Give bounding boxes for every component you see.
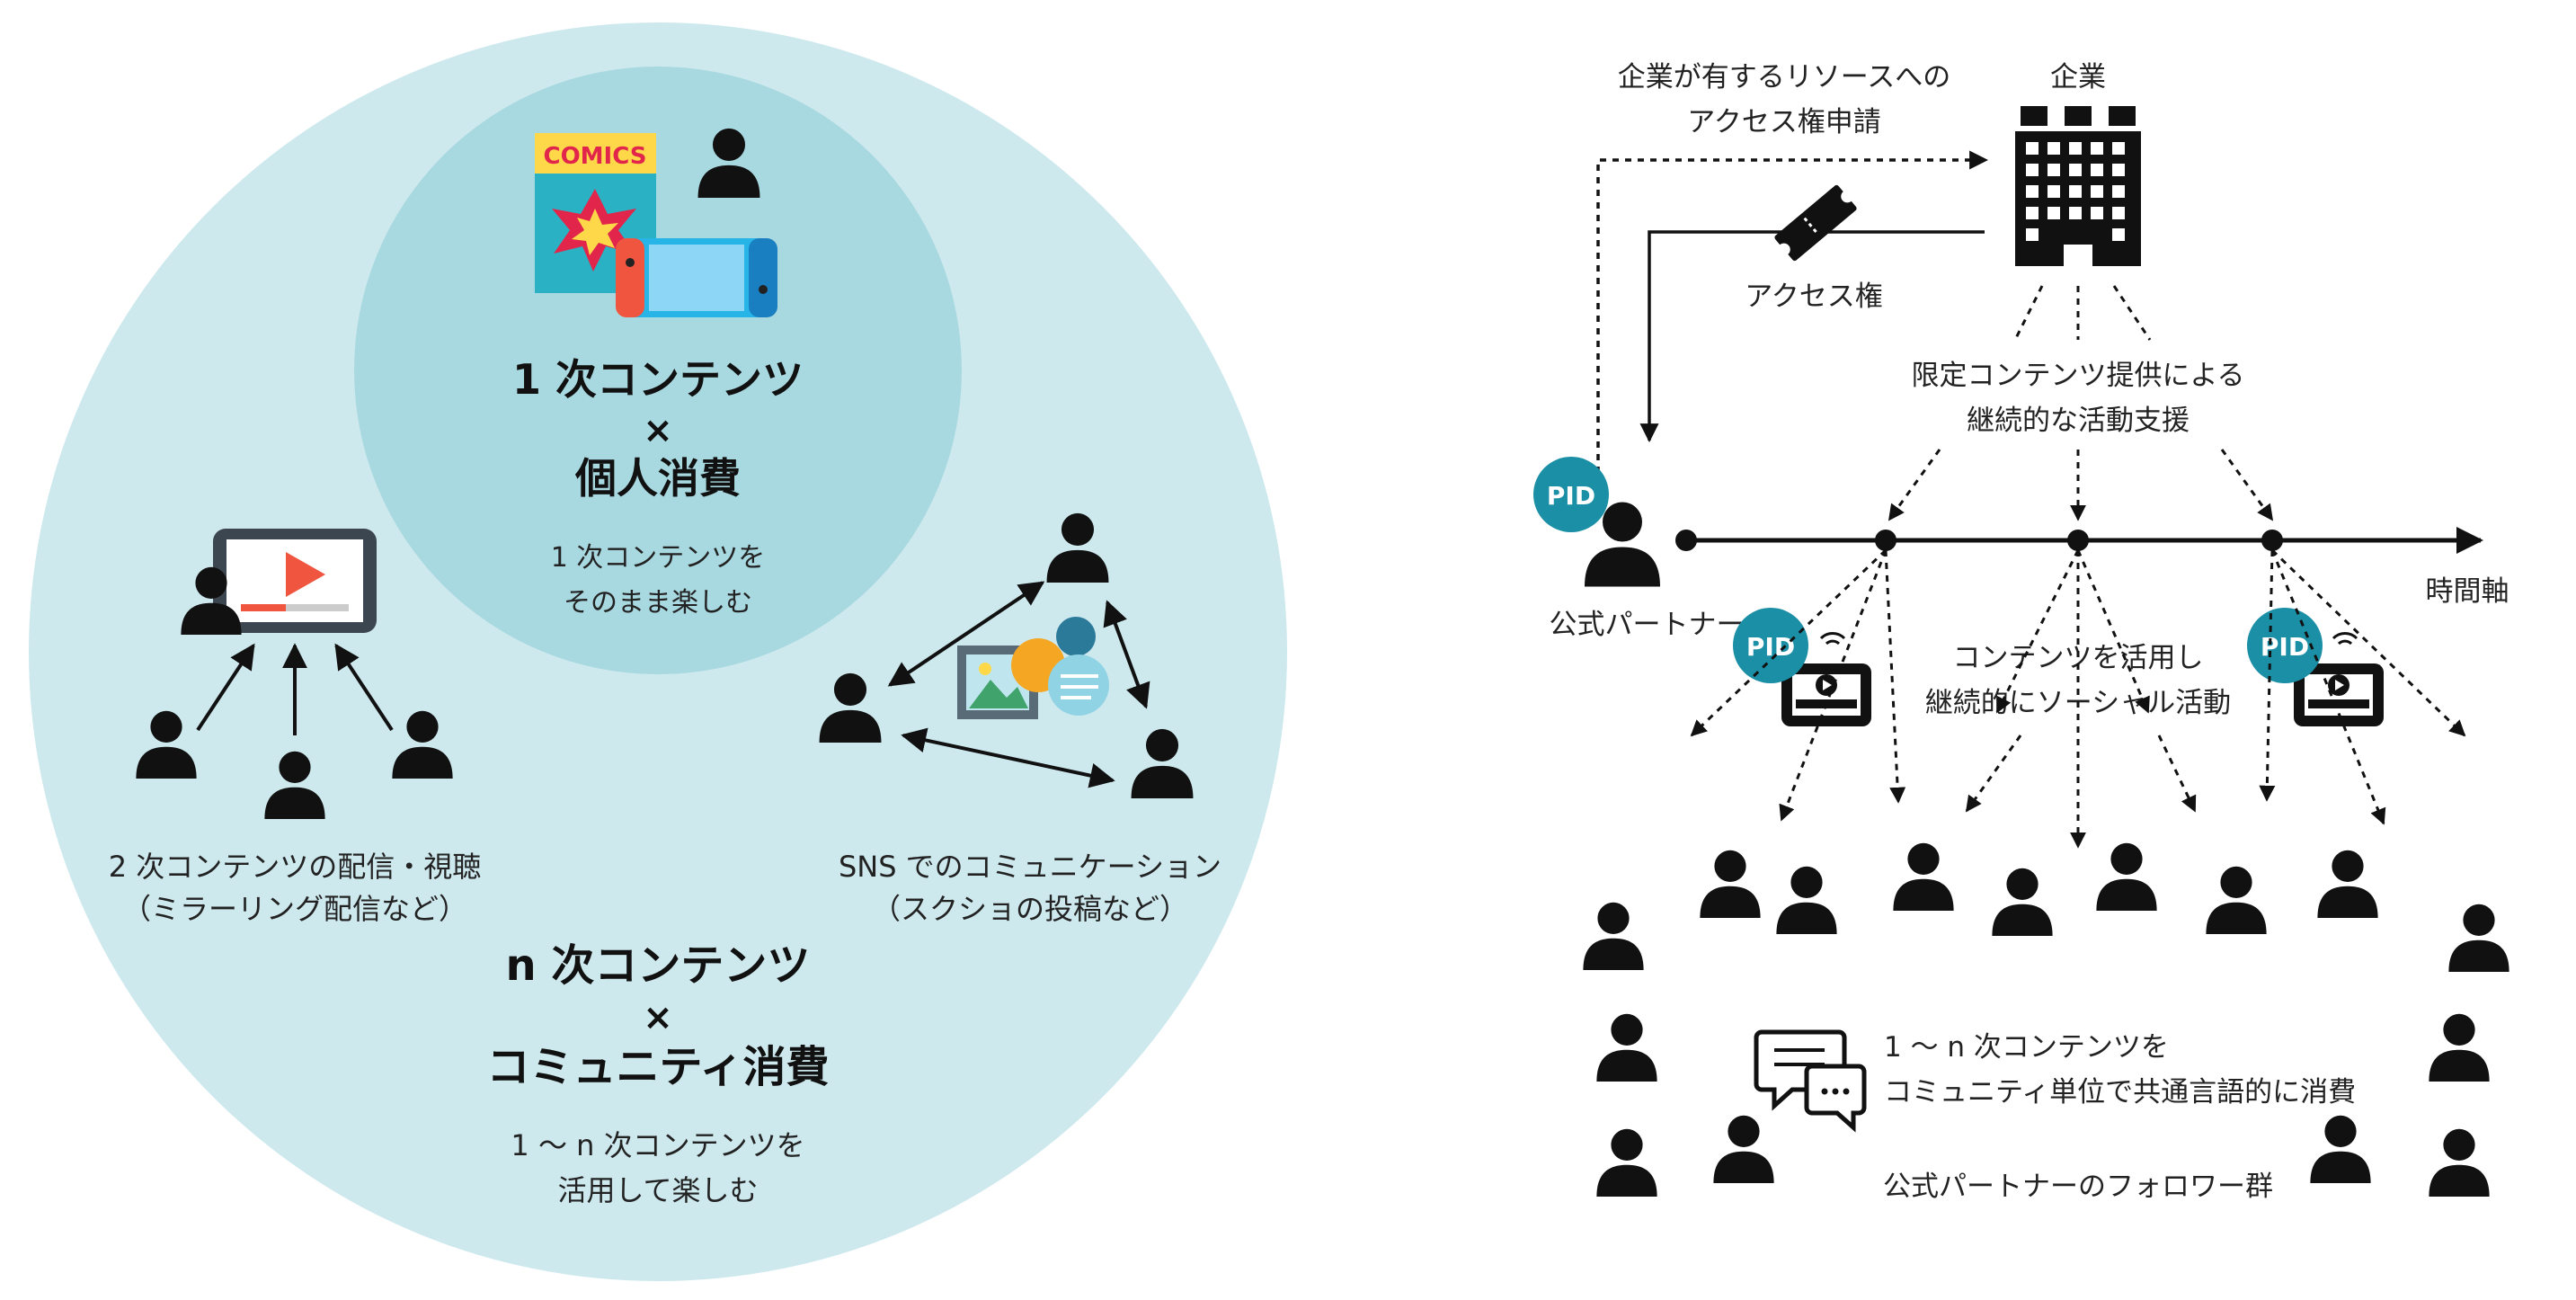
right-panel: 企業が有するリソースへの アクセス権申請 企業 アクセス権 限定コンテンツ提供に… [1533, 61, 2509, 1203]
pid-badge-label: PID [1547, 481, 1595, 511]
fanout-arrow [1884, 549, 1906, 804]
support-line2: 継続的な活動支援 [1967, 405, 2190, 437]
streaming-label-line1: 2 次コンテンツの配信・視聴 [109, 850, 482, 884]
follower-person-icon [1596, 1128, 1657, 1197]
access-label: アクセス権 [1745, 280, 1882, 313]
support-line1: 限定コンテンツ提供による [1911, 360, 2244, 392]
company-label: 企業 [2050, 61, 2106, 93]
follower-person-icon [2206, 866, 2267, 934]
left-panel: COMICS 1 次コンテンツ × 個人消費 1 次コンテンツを そのまま楽しむ [29, 22, 1287, 1281]
inner-circle [354, 67, 962, 674]
request-line1: 企業が有するリソースへの [1618, 61, 1950, 93]
outer-title-line2: コミュニティ消費 [486, 1042, 829, 1092]
outer-desc-line2: 活用して楽しむ [557, 1173, 758, 1207]
streaming-cluster: 2 次コンテンツの配信・視聴 （ミラーリング配信など） [109, 529, 482, 926]
pid-badge [2247, 608, 2323, 683]
follower-person-icon [1893, 842, 1954, 911]
follower-person-icon [1596, 1013, 1657, 1082]
inner-title-line2: 個人消費 [574, 454, 741, 503]
pid-badge-label: PID [2261, 632, 2309, 662]
pid-badge [1733, 608, 1808, 683]
follower-person-icon [2096, 842, 2157, 911]
game-console-icon [616, 238, 777, 317]
request-line2: アクセス権申請 [1687, 106, 1880, 138]
follower-person-icon [1992, 868, 2053, 936]
inner-title-times: × [643, 410, 673, 451]
fanout-arrow [1779, 549, 1888, 822]
chat-icon [1754, 1029, 1867, 1133]
sns-label-line2: （スクショの投稿など） [872, 892, 1188, 926]
video-player-icon [213, 529, 377, 633]
ticket-icon [1774, 184, 1857, 262]
consume-line1: 1 〜 n 次コンテンツを [1884, 1031, 2169, 1064]
fanout-arrow [2157, 735, 2197, 813]
follower-person-icon [1776, 866, 1837, 934]
outer-desc-line1: 1 〜 n 次コンテンツを [511, 1128, 804, 1162]
fanout-arrow [2259, 549, 2276, 802]
follower-person-icon [2429, 1013, 2490, 1082]
follower-person-icon [2448, 904, 2509, 972]
inner-desc-line2: そのまま楽しむ [564, 587, 752, 619]
follower-person-icon [2310, 1115, 2371, 1183]
streaming-label-line2: （ミラーリング配信など） [122, 892, 467, 926]
outer-title-times: × [643, 997, 673, 1038]
partner-label: 公式パートナー [1550, 609, 1745, 641]
pid-badge [1533, 457, 1609, 532]
inner-title-line1: 1 次コンテンツ [512, 355, 804, 404]
sns-cluster: SNS でのコミュニケーション （スクショの投稿など） [819, 512, 1221, 926]
fanout-arrow [1965, 735, 2022, 813]
follower-person-icon [1583, 902, 1644, 970]
streamer-device-icon [1781, 632, 1871, 726]
follower-person-icon [1700, 850, 1761, 918]
consume-line2: コミュニティ単位で共通言語的に消費 [1884, 1076, 2356, 1109]
pid-badge-label: PID [1746, 632, 1795, 662]
outer-title-line1: n 次コンテンツ [506, 940, 811, 991]
comics-label: COMICS [543, 143, 646, 170]
fanout-arrows [1690, 548, 2466, 849]
sns-label-line1: SNS でのコミュニケーション [839, 850, 1221, 884]
follower-group [1583, 842, 2509, 1197]
streamer-device-icon [2294, 632, 2384, 726]
followers-label: 公式パートナーのフォロワー群 [1883, 1171, 2273, 1203]
inner-desc-line1: 1 次コンテンツを [551, 542, 766, 574]
follower-person-icon [1713, 1115, 1774, 1183]
fanout-arrow [2076, 549, 2150, 714]
timeline-label: 時間軸 [2426, 575, 2509, 608]
company-building-icon [2015, 106, 2141, 266]
fanout-arrow [1995, 549, 2080, 714]
follower-person-icon [2317, 850, 2378, 918]
follower-person-icon [2429, 1128, 2490, 1197]
